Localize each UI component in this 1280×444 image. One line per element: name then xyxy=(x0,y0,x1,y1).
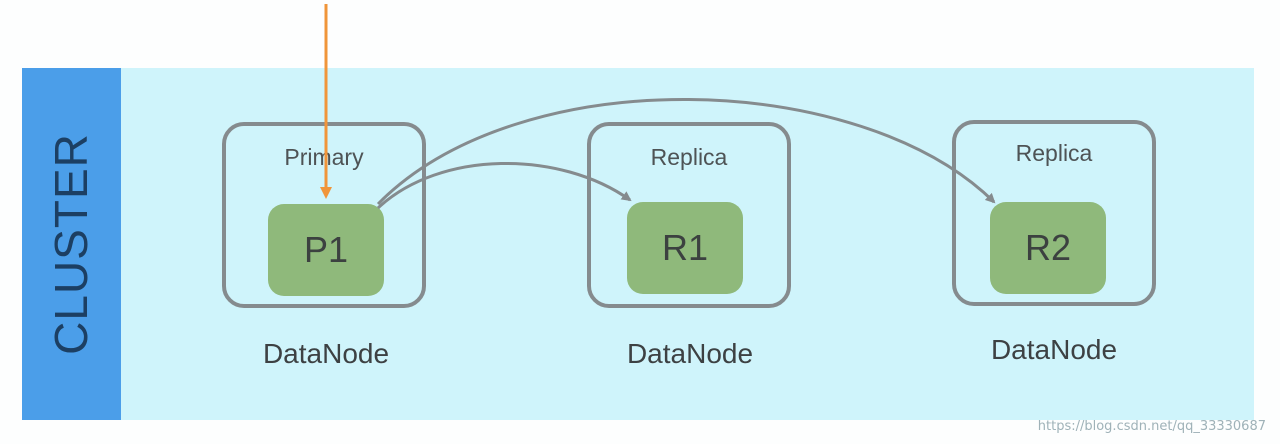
node-role-label: Primary xyxy=(284,144,364,170)
cluster-bar xyxy=(22,68,121,420)
replication-arrow-r1 xyxy=(376,162,632,210)
primary-node-box: Primary P1 xyxy=(222,122,426,308)
datanode-label: DataNode xyxy=(262,338,390,369)
replica-shard-r1: R1 xyxy=(627,202,743,294)
datanode-label: DataNode xyxy=(626,338,754,369)
watermark-text: https://blog.csdn.net/qq_33330687 xyxy=(1037,419,1266,434)
node-role-label: Replica xyxy=(650,144,728,170)
replication-arrow-r2 xyxy=(376,98,996,206)
node-role-label: Replica xyxy=(1015,140,1093,166)
replica-node-box: Replica R1 xyxy=(587,122,791,308)
replica-shard-r2: R2 xyxy=(990,202,1106,294)
primary-shard-p1: P1 xyxy=(268,204,384,296)
datanode-label: DataNode xyxy=(990,334,1118,365)
replica-node-box: Replica R2 xyxy=(952,120,1156,306)
